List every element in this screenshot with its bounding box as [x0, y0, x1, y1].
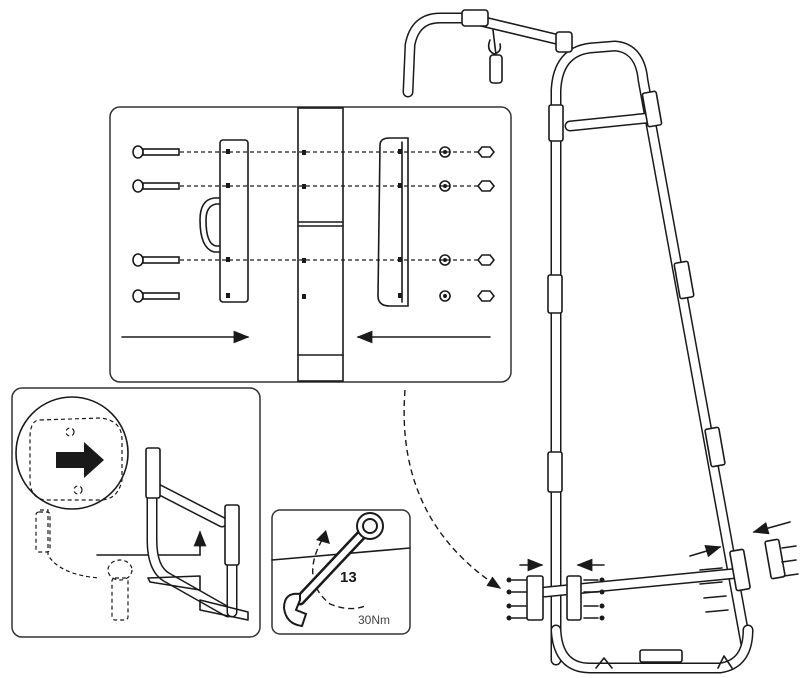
bracket-detail-panel [109, 106, 512, 383]
push-arrow-icon [56, 442, 104, 478]
wrench-icon [282, 512, 384, 628]
bolt-group-left [506, 558, 605, 621]
rotation-arrow-icon [312, 539, 366, 610]
swing-frame [402, 9, 786, 674]
torque-label: 30Nm [358, 613, 390, 627]
bolt-group-right [689, 521, 799, 613]
detail-leader-line [403, 389, 502, 589]
detail-bolts [132, 145, 180, 303]
wrench-size-label: 13 [340, 569, 357, 586]
handle-plate [199, 139, 249, 303]
alignment-lines [180, 151, 478, 261]
pin-detail-panel [11, 387, 261, 638]
wrench-torque-panel: 13 30Nm [271, 509, 411, 635]
mini-frame [145, 447, 249, 621]
back-plate [377, 137, 409, 307]
